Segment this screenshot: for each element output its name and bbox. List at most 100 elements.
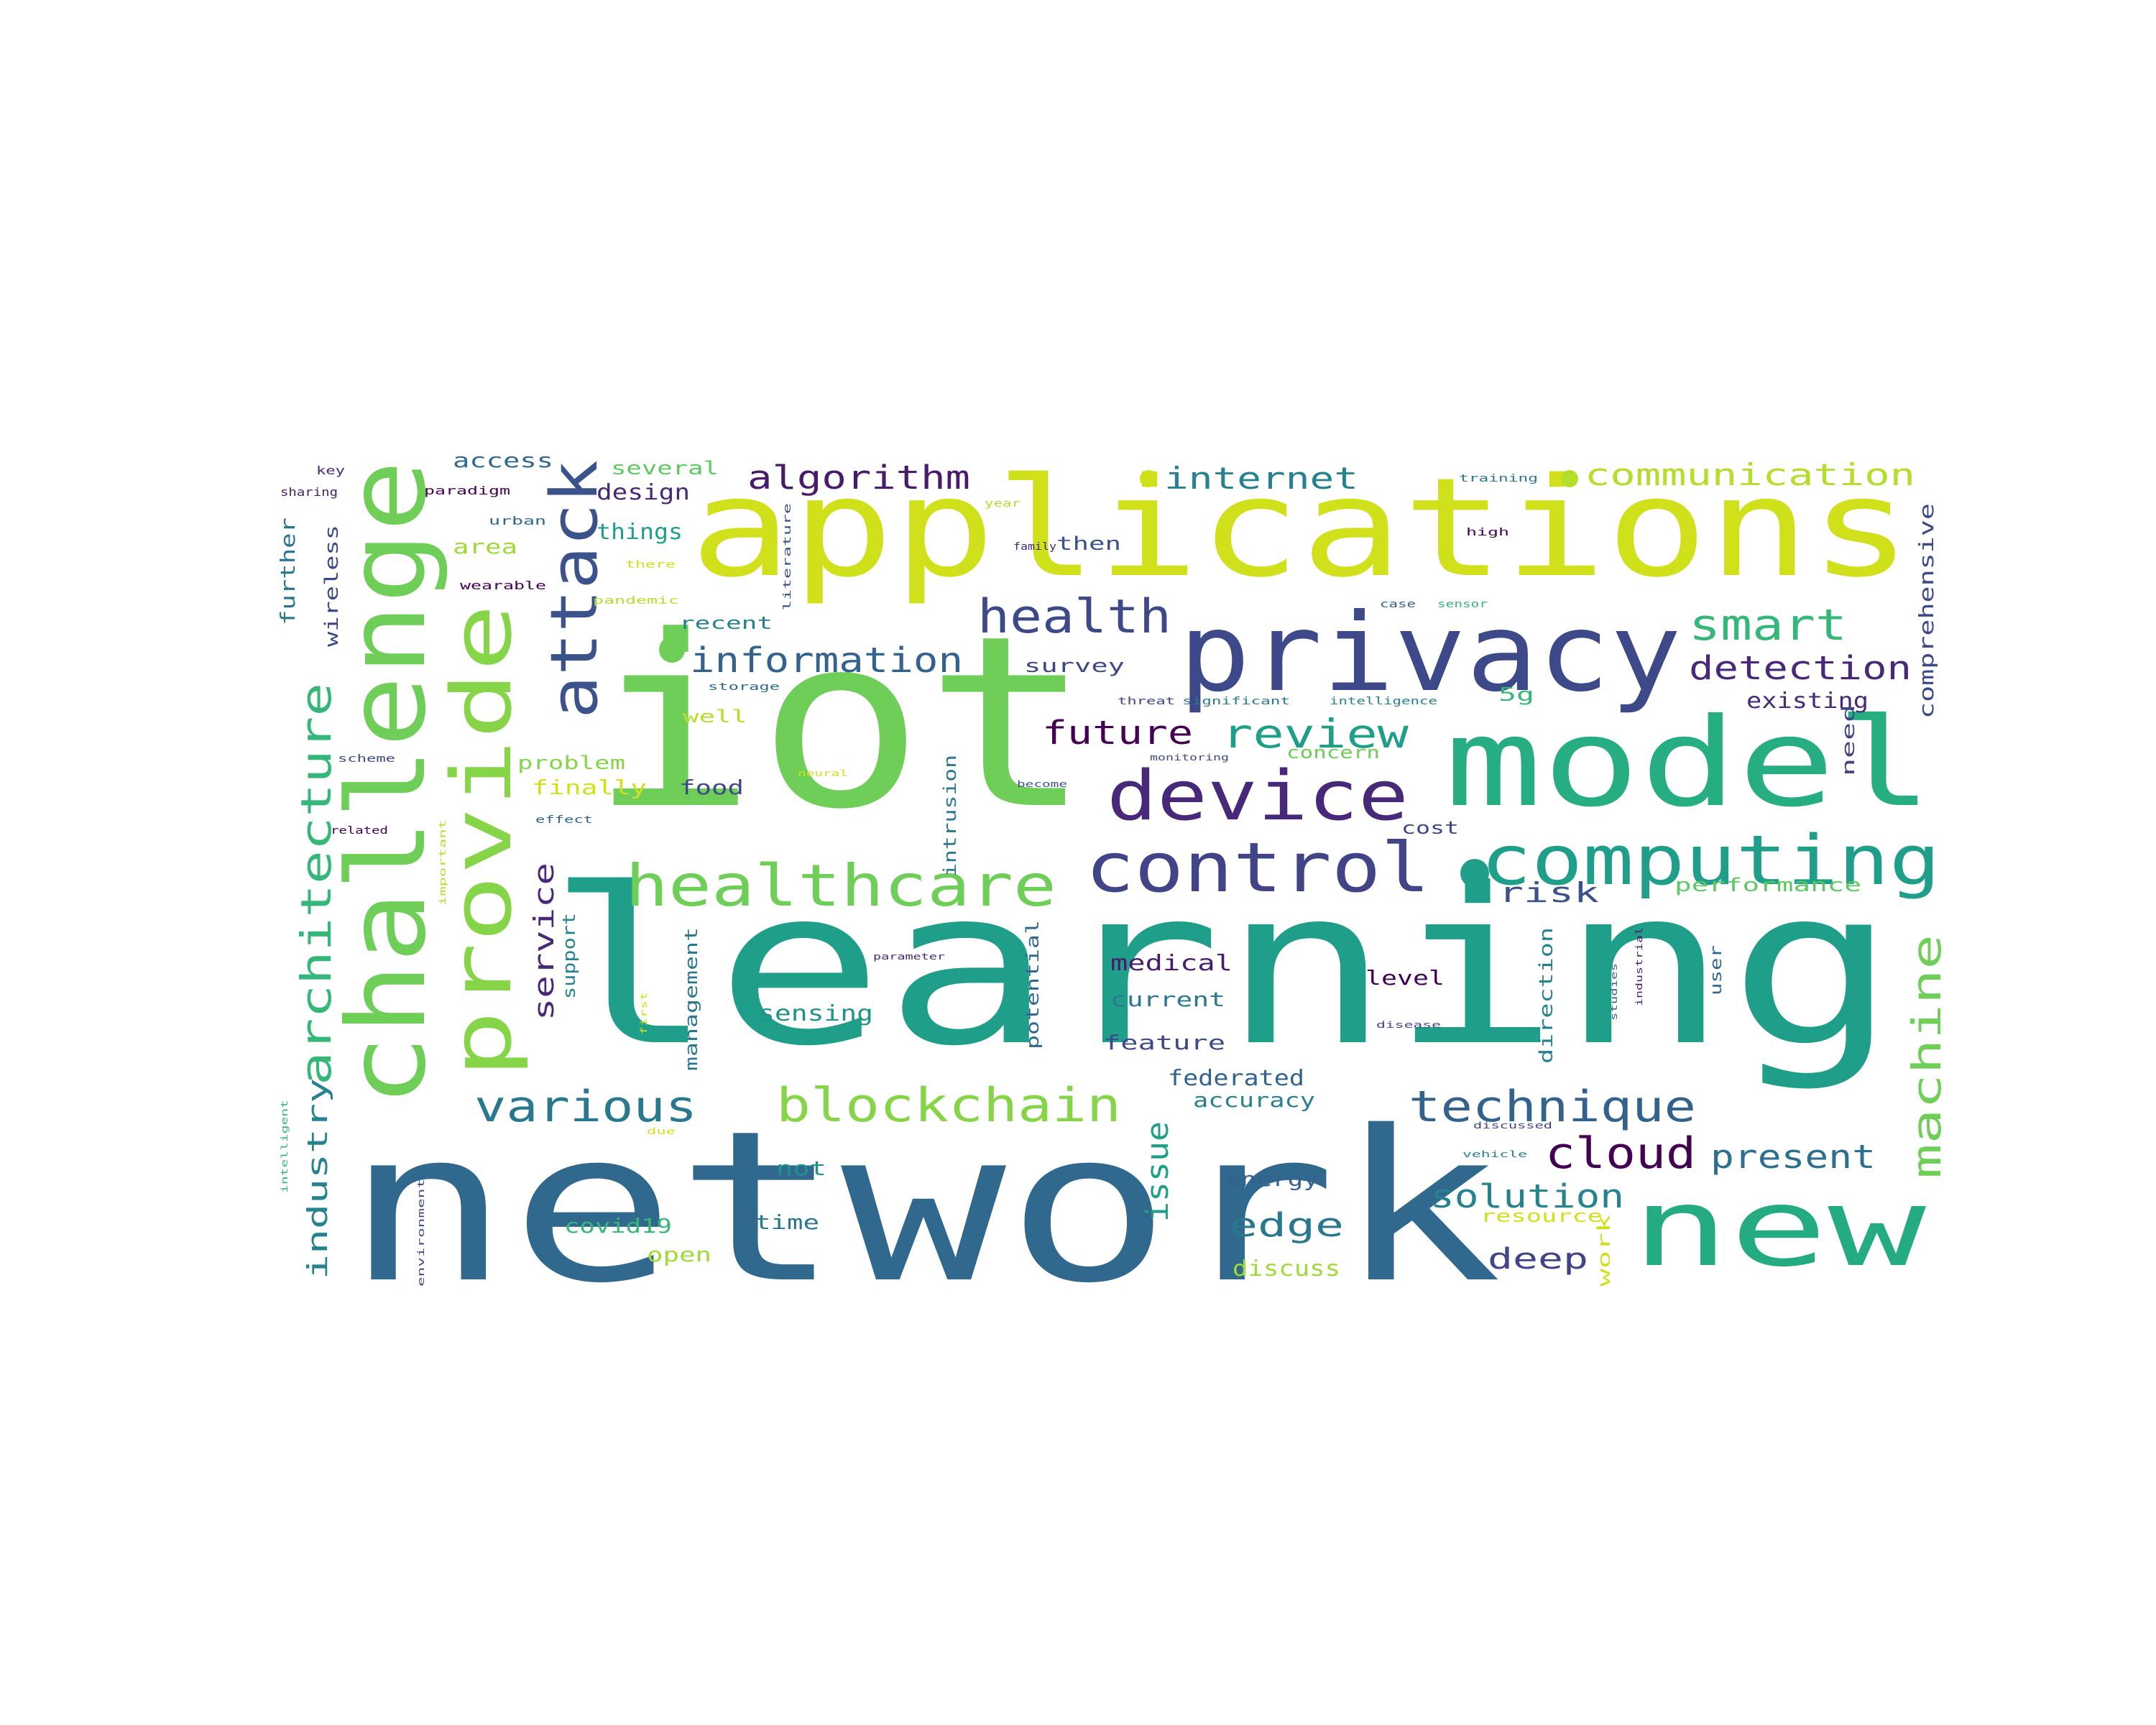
word-future: future [1042,714,1193,752]
word-network: network [345,1087,1502,1329]
word-then: then [1056,533,1121,555]
dot-marks [659,470,1578,888]
word-due: due [647,1126,676,1136]
word-area: area [453,535,517,558]
word-service: service [528,862,560,1021]
word-privacy: privacy [1179,591,1682,716]
word-energy: energy [1225,1167,1319,1191]
dot-mark [1140,470,1157,487]
word-health: health [977,590,1171,644]
word-several: several [611,458,719,479]
word-storage: storage [708,681,780,693]
word-cost: cost [1401,818,1459,838]
word-healthcare: healthcare [625,852,1056,919]
dot-mark [1460,859,1489,888]
word-intelligent: intelligent [280,1100,290,1193]
word-paradigm: paradigm [424,484,510,497]
word-medical: medical [1110,951,1233,976]
word-need: need [1838,704,1858,776]
word-effect: effect [535,814,593,826]
word-training: training [1459,473,1538,484]
word-sensing: sensing [758,1001,873,1026]
word-blockchain: blockchain [776,1079,1121,1133]
word-intrusion: intrusion [940,755,960,877]
word-further: further [276,518,300,625]
word-work: work [1594,1214,1614,1287]
word-issue: issue [1140,1121,1175,1222]
word-internet: internet [1164,461,1358,496]
word-not: not [776,1156,826,1180]
word-iot: iot [589,585,1092,861]
word-access: access [453,448,553,472]
word-5g: 5g [1498,684,1534,706]
word-monitoring: monitoring [1150,753,1229,763]
word-covid19: covid19 [564,1214,672,1238]
word-wearable: wearable [460,579,546,592]
word-feature: feature [1103,1031,1225,1054]
word-new: new [1631,1166,1927,1291]
word-provide: provide [434,604,530,1078]
word-risk: risk [1498,877,1599,908]
word-discuss: discuss [1233,1256,1340,1282]
word-problem: problem [517,753,625,774]
word-case: case [1380,599,1416,610]
word-user: user [1708,945,1726,995]
word-control: control [1085,829,1430,908]
word-literature: literature [782,503,793,611]
word-design: design [596,480,690,505]
word-high: high [1466,527,1509,538]
word-review: review [1222,711,1409,757]
dot-mark [659,637,685,663]
word-computing: computing [1480,822,1940,901]
word-current: current [1110,988,1225,1011]
word-existing: existing [1746,689,1869,714]
word-time: time [755,1210,819,1234]
word-scheme: scheme [338,753,395,765]
word-urban: urban [489,514,546,528]
word-applications: applications [690,448,1912,607]
word-become: become [1017,779,1067,789]
word-well: well [683,707,747,727]
word-concern: concern [1286,742,1380,763]
word-survey: survey [1024,656,1125,677]
word-information: information [690,640,963,681]
word-challenge: challenge [325,460,450,1107]
word-cloud: cloud [1545,1128,1696,1179]
word-level: level [1365,966,1445,990]
word-disease: disease [1376,1020,1441,1030]
word-technique: technique [1409,1082,1696,1132]
word-federated: federated [1168,1066,1304,1091]
word-recent: recent [679,613,773,633]
word-various: various [474,1082,697,1132]
word-edge: edge [1229,1206,1344,1244]
word-threat: threat [1118,696,1175,707]
dot-mark [1561,470,1578,487]
word-learning: learning [546,842,1897,1093]
word-communication: communication [1585,457,1915,492]
word-management: management [681,927,701,1071]
word-significant: significant [1182,696,1290,707]
word-key: key [316,464,345,477]
word-performance: performance [1674,875,1861,896]
word-model: model [1445,692,1933,834]
word-sharing: sharing [280,485,338,499]
word-algorithm: algorithm [747,459,970,497]
word-solution: solution [1430,1177,1624,1215]
word-potential: potential [1023,920,1043,1049]
word-pandemic: pandemic [593,595,679,607]
word-sensor: sensor [1437,599,1488,610]
word-discussed: discussed [1473,1121,1552,1131]
word-smart: smart [1689,600,1847,650]
word-attack: attack [537,460,612,719]
word-support: support [559,913,579,999]
word-resource: resource [1480,1206,1603,1226]
word-year: year [985,498,1021,510]
word-food: food [679,776,744,799]
word-present: present [1710,1138,1876,1176]
word-wireless: wireless [321,525,343,647]
word-related: related [331,825,388,837]
word-accuracy: accuracy [1193,1088,1315,1112]
